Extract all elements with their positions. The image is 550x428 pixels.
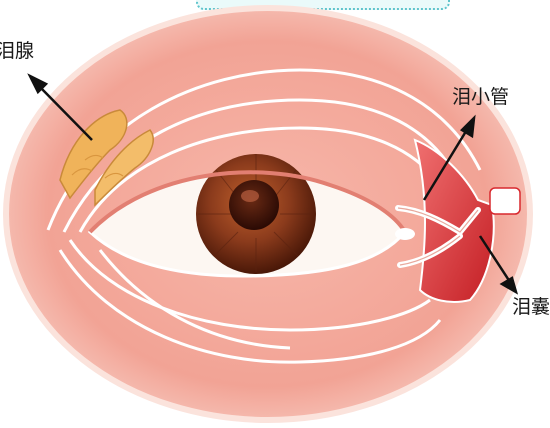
eye-highlight [241, 190, 259, 202]
label-lacrimal-gland: 泪腺 [0, 42, 34, 61]
label-lacrimal-sac: 泪囊 [512, 298, 550, 317]
label-lacrimal-canaliculus: 泪小管 [452, 88, 509, 107]
inner-canthus [395, 228, 415, 240]
pupil [229, 180, 279, 230]
